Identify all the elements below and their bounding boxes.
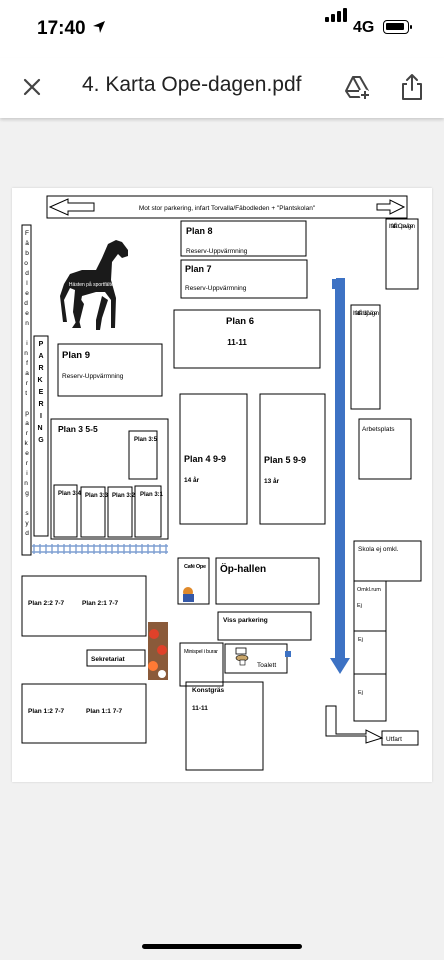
flower-image <box>148 622 168 680</box>
plan9-sub: Reserv-Uppvärmning <box>62 373 124 380</box>
ej-box-3 <box>353 673 387 722</box>
plan3-2-box <box>107 486 133 538</box>
top-banner-box <box>46 195 408 219</box>
fence <box>32 544 168 554</box>
plan2-box <box>21 575 147 637</box>
plan4-sub: 14 år <box>184 476 200 484</box>
plan1-box <box>21 683 147 744</box>
clock: 17:40 <box>37 18 86 39</box>
close-icon[interactable] <box>18 73 46 101</box>
plan2-b-text: Plan 2:1 7-7 <box>82 600 119 607</box>
status-bar: 17:40 4G <box>0 0 444 58</box>
konstgras-sub: 11-11 <box>192 705 208 712</box>
plan3-3-box <box>80 486 106 538</box>
plan3-2-label: Plan 3:2 <box>112 493 136 499</box>
arbetsplats-box <box>358 418 412 480</box>
cafe-box <box>177 557 210 605</box>
utfart-text: Utfart <box>386 736 402 743</box>
plan3-5-label: Plan 3:5 <box>134 437 158 443</box>
blue-arrow <box>330 279 350 674</box>
banner-left-arrow <box>48 198 95 216</box>
toalett-box <box>224 643 288 674</box>
network-type: 4G <box>353 19 375 36</box>
add-to-drive-icon[interactable] <box>343 73 371 101</box>
parkering-box <box>33 335 49 537</box>
plan6-sub: 11-11 <box>227 338 247 347</box>
plan3-4-box <box>53 484 78 538</box>
skola-text: Skola ej omkl. <box>358 546 399 553</box>
plan4-title: Plan 4 9-9 <box>184 454 226 464</box>
sekretariat-text: Sekretariat <box>91 656 125 663</box>
toilet-icon <box>235 647 291 666</box>
plan4-box <box>179 393 248 525</box>
banner-right-arrow <box>376 199 406 215</box>
plan7-sub: Reserv-Uppvärmning <box>185 285 247 292</box>
plan6-title: Plan 6 <box>226 316 254 327</box>
konstgras-title: Konstgräs <box>192 687 225 694</box>
ej-text-3: Ej <box>358 690 363 696</box>
plan2-a-text: Plan 2:2 7-7 <box>28 600 65 607</box>
exit-arrow <box>325 705 384 744</box>
top-banner-text: Mot stor parkering, infart Torvalla/Fäbo… <box>139 205 316 212</box>
plan7-title: Plan 7 <box>185 264 212 274</box>
plan8-sub: Reserv-Uppvärmning <box>186 248 248 255</box>
minispel-text: Minispel i burar <box>184 649 218 655</box>
home-indicator[interactable] <box>142 944 302 949</box>
left-vertical-box <box>21 224 32 556</box>
plan3-1-label: Plan 3:1 <box>140 492 164 498</box>
plan3-3-label: Plan 3:3 <box>85 493 109 499</box>
area-map: Hästen på sportfältet Mot stor parkering… <box>21 195 422 771</box>
toalett-text: Toalett <box>257 662 276 669</box>
plan5-sub: 13 år <box>264 477 280 485</box>
horse-caption: Hästen på sportfältet <box>69 281 116 288</box>
plan8-box <box>180 220 307 257</box>
plan3-1-box <box>134 485 162 538</box>
infart-opevagen-text: Infart från Opevägen <box>389 223 415 230</box>
plan5-box <box>259 393 326 525</box>
plan6-box <box>173 309 321 369</box>
ej-text-1: Ej <box>357 603 362 609</box>
share-icon[interactable] <box>398 72 426 102</box>
plan1-a-text: Plan 1:2 7-7 <box>28 708 65 715</box>
horse-image <box>60 240 128 330</box>
plan9-title: Plan 9 <box>62 350 90 361</box>
infart-opevagen-box <box>385 218 419 290</box>
plan3-4-label: Plan 3:4 <box>58 491 82 497</box>
plan8-title: Plan 8 <box>186 226 213 236</box>
sekretariat-box <box>86 649 146 667</box>
plan3-box <box>50 418 169 540</box>
location-arrow-icon <box>93 21 105 33</box>
konstgras-box <box>185 681 264 771</box>
cafe-text: Café Ope <box>184 564 206 570</box>
app-bar: 4. Karta Ope-dagen.pdf <box>0 58 444 118</box>
plan5-title: Plan 5 9-9 <box>264 455 306 465</box>
infart-lillsjo-text: Infart från Lillsjövägen <box>353 310 379 317</box>
battery-icon <box>383 20 412 34</box>
plan3-title: Plan 3 5-5 <box>58 424 98 434</box>
cafe-figure-image <box>183 587 194 602</box>
skola-box <box>353 540 422 582</box>
plan9-box <box>57 343 163 397</box>
omkl-rum-text: Omkl.rum <box>357 587 381 593</box>
minispel-box <box>179 642 224 687</box>
infart-lillsjo-box <box>350 304 381 410</box>
plan7-box <box>180 259 308 299</box>
op-hallen-text: Öp-hallen <box>220 562 266 575</box>
plan3-5-box <box>128 430 158 480</box>
viss-parkering-box <box>217 611 312 641</box>
arbetsplats-text: Arbetsplats <box>362 426 395 433</box>
op-hallen-box <box>215 557 320 605</box>
pdf-page[interactable]: Hästen på sportfältet Mot stor parkering… <box>12 188 432 782</box>
ej-text-2: Ej <box>358 637 363 643</box>
plan1-b-text: Plan 1:1 7-7 <box>86 708 123 715</box>
document-title: 4. Karta Ope-dagen.pdf <box>82 73 302 96</box>
viss-parkering-text: Viss parkering <box>223 617 268 624</box>
